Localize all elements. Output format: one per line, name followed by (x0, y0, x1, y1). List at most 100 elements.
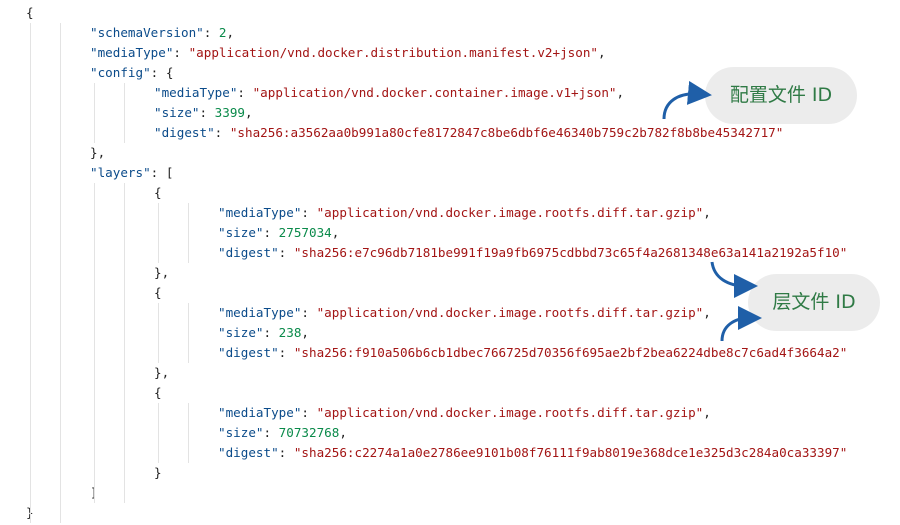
config-id-annotation: 配置文件 ID (705, 67, 857, 124)
token: : (301, 205, 317, 220)
code-line: }, (154, 363, 169, 383)
indent-guide (124, 183, 125, 503)
token: "application/vnd.docker.image.rootfs.dif… (316, 405, 704, 420)
code-line: "digest": "sha256:f910a506b6cb1dbec76672… (218, 343, 847, 363)
code-line: ] (90, 483, 98, 503)
code-line: "size": 238, (218, 323, 309, 343)
token: , (226, 25, 235, 40)
token: , (703, 205, 711, 220)
token: : (263, 225, 279, 240)
code-line: } (26, 503, 34, 523)
code-line: "digest": "sha256:a3562aa0b991a80cfe8172… (154, 123, 783, 143)
token: { (26, 5, 34, 20)
code-line: "schemaVersion": 2, (90, 23, 234, 43)
token: "size" (218, 425, 264, 440)
code-line: } (154, 463, 162, 483)
token: , (339, 425, 347, 440)
token: "config" (90, 65, 151, 80)
code-line: "size": 2757034, (218, 223, 339, 243)
token: "size" (218, 225, 264, 240)
token: , (616, 85, 625, 100)
token: "digest" (218, 445, 279, 460)
token: "size" (218, 325, 264, 340)
code-line: "size": 3399, (154, 103, 253, 123)
indent-guide (158, 403, 159, 463)
token: , (703, 405, 711, 420)
token: }, (90, 145, 106, 160)
token: "size" (154, 105, 200, 120)
indent-guide (188, 403, 189, 463)
token: 238 (278, 325, 302, 340)
token: "sha256:e7c96db7181be991f19a9fb6975cdbbd… (293, 245, 848, 260)
code-line: "config": { (90, 63, 173, 83)
code-line: "layers": [ (90, 163, 173, 183)
token: { (154, 385, 162, 400)
token: : (301, 305, 317, 320)
code-line: "mediaType": "application/vnd.docker.con… (154, 83, 624, 103)
code-line: "mediaType": "application/vnd.docker.ima… (218, 403, 711, 423)
token: "mediaType" (154, 85, 238, 100)
indent-guide (158, 203, 159, 263)
token: : (263, 425, 279, 440)
token: : { (150, 65, 174, 80)
code-line: { (154, 283, 162, 303)
token: "layers" (90, 165, 151, 180)
token: "application/vnd.docker.distribution.man… (188, 45, 599, 60)
token: , (331, 225, 340, 240)
code-line: { (154, 383, 162, 403)
token: "digest" (218, 245, 279, 260)
token: : (214, 125, 230, 140)
code-line: { (154, 183, 162, 203)
token: : (203, 25, 219, 40)
token: { (154, 285, 162, 300)
token: "sha256:a3562aa0b991a80cfe8172847c8be6db… (229, 125, 784, 140)
token: : (278, 445, 294, 460)
code-line: }, (90, 143, 105, 163)
layer2-arrow-icon (720, 306, 762, 342)
token: "schemaVersion" (90, 25, 204, 40)
indent-guide (30, 23, 31, 523)
layer1-arrow-icon (710, 261, 758, 298)
indent-guide (188, 203, 189, 263)
config-arrow-icon (662, 80, 712, 120)
token: : [ (150, 165, 174, 180)
token: "application/vnd.docker.image.rootfs.dif… (316, 305, 704, 320)
indent-guide (158, 303, 159, 363)
token: "application/vnd.docker.container.image.… (252, 85, 617, 100)
code-line: { (26, 3, 34, 23)
token: , (245, 105, 253, 120)
token: , (703, 305, 711, 320)
code-line: "size": 70732768, (218, 423, 347, 443)
code-line: "mediaType": "application/vnd.docker.ima… (218, 203, 711, 223)
token: : (173, 45, 189, 60)
code-line: "mediaType": "application/vnd.docker.dis… (90, 43, 606, 63)
token: "application/vnd.docker.image.rootfs.dif… (316, 205, 704, 220)
token: : (278, 245, 294, 260)
token: 2757034 (278, 225, 332, 240)
code-line: }, (154, 263, 169, 283)
token: "mediaType" (90, 45, 174, 60)
token: 70732768 (278, 425, 340, 440)
token: , (598, 45, 606, 60)
indent-guide (94, 83, 95, 143)
token: "mediaType" (218, 305, 302, 320)
indent-guide (188, 303, 189, 363)
token: "digest" (218, 345, 279, 360)
code-line: "digest": "sha256:e7c96db7181be991f19a9f… (218, 243, 847, 263)
token: } (154, 465, 162, 480)
token: "digest" (154, 125, 215, 140)
indent-guide (94, 183, 95, 503)
token: "sha256:c2274a1a0e2786ee9101b08f76111f9a… (293, 445, 848, 460)
code-line: "mediaType": "application/vnd.docker.ima… (218, 303, 711, 323)
code-line: "digest": "sha256:c2274a1a0e2786ee9101b0… (218, 443, 847, 463)
token: { (154, 185, 162, 200)
token: 3399 (214, 105, 246, 120)
token: }, (154, 265, 170, 280)
token: : (199, 105, 215, 120)
token: 2 (218, 25, 227, 40)
token: "mediaType" (218, 405, 302, 420)
token: : (278, 345, 294, 360)
layer-id-annotation: 层文件 ID (748, 274, 880, 331)
token: "mediaType" (218, 205, 302, 220)
